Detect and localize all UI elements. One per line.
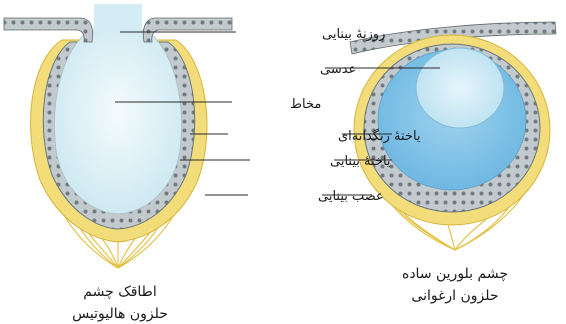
label-aperture: روزنهٔ بینایی — [322, 27, 385, 42]
right-lens — [416, 48, 504, 128]
label-lens: عدسی — [320, 62, 356, 77]
left-eye-cup — [4, 4, 232, 268]
caption-left-line2: حلزون هالیوتیس — [72, 306, 168, 322]
left-epidermis-right — [143, 18, 232, 42]
label-optic-nerve: عصب بینایی — [318, 189, 384, 204]
left-aperture-opening — [94, 4, 142, 32]
caption-right-line2: حلزون ارغوانی — [411, 288, 498, 304]
left-mucus-cavity — [54, 30, 181, 214]
left-epidermis-left — [4, 18, 93, 42]
caption-right-line1: چشم بلورین ساده — [402, 266, 508, 282]
label-mucus: مخاط — [290, 97, 321, 112]
label-pigment-cell: یاختهٔ رنگدانه‌ای — [338, 128, 421, 144]
caption-left-line1: اطاقک چشم — [83, 284, 156, 300]
label-visual-cell: یاختهٔ بینایی — [330, 154, 391, 169]
